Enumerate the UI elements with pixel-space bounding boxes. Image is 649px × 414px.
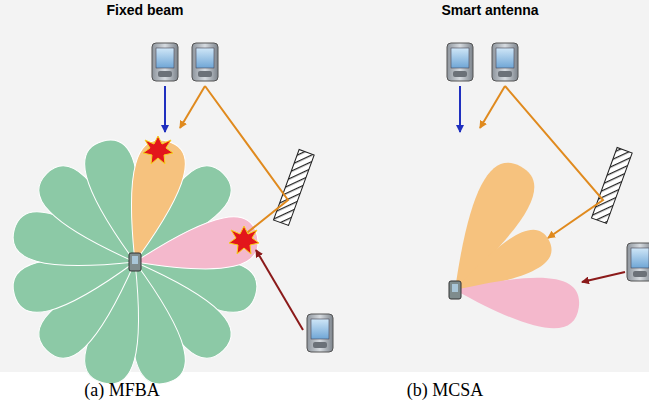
subfigure-caption: (a) MFBA [84,380,160,401]
panel-title: Fixed beam [106,2,183,18]
panel-title: Smart antenna [441,2,538,18]
subfigure-caption: (b) MCSA [407,380,484,401]
